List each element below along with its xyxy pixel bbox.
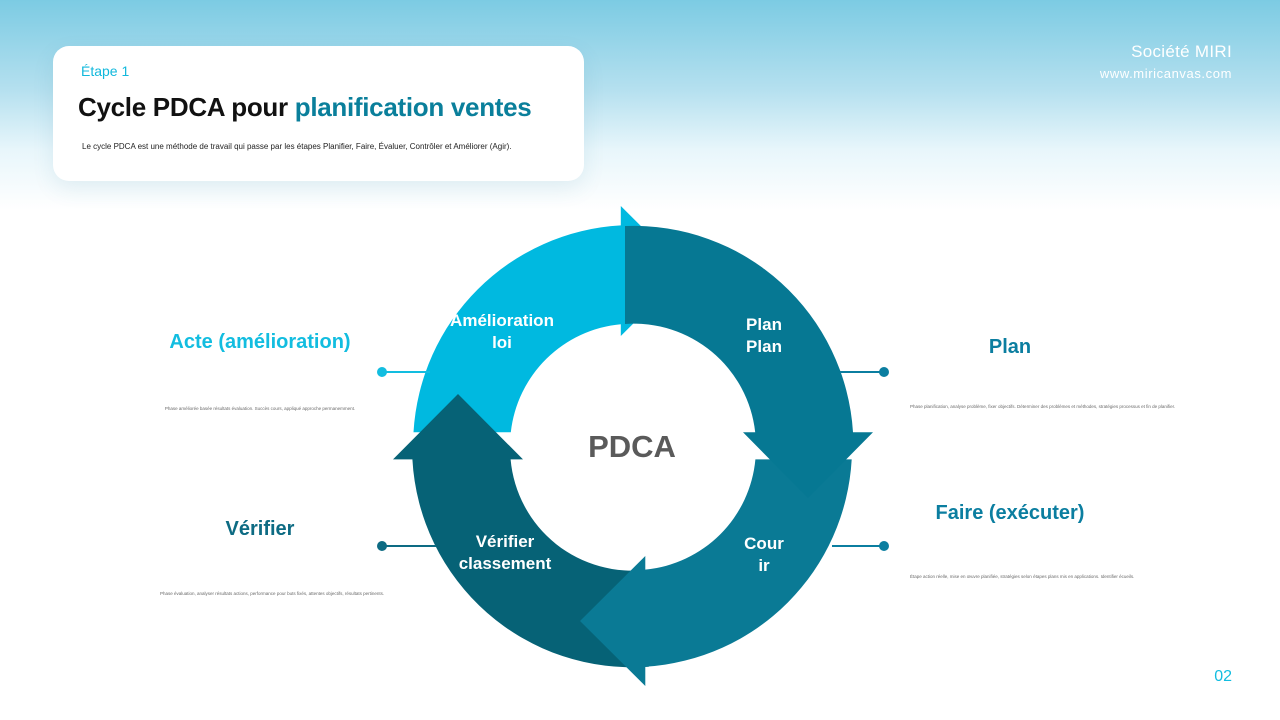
step-label: Étape 1 [81, 63, 130, 79]
page-title: Cycle PDCA pour planification ventes [78, 92, 532, 123]
act-title: Acte (amélioration) [169, 331, 351, 353]
page-title-accent: planification ventes [294, 92, 532, 122]
do-connector [832, 545, 884, 547]
check-title: Vérifier [225, 518, 295, 540]
brand-url: www.miricanvas.com [1099, 66, 1232, 81]
cycle-segment-plan [625, 225, 873, 498]
plan-connector [840, 371, 884, 373]
brand: Société MIRI www.miricanvas.com [1100, 42, 1232, 81]
page-description: Le cycle PDCA est une méthode de travail… [82, 142, 512, 151]
segment-label-act-2: loi [492, 333, 512, 352]
cycle-segment-act [413, 206, 686, 433]
segment-label-do-1: Cour [744, 534, 784, 553]
segment-label-plan-1: Plan [746, 315, 782, 334]
page-title-prefix: Cycle PDCA pour [78, 92, 295, 122]
act-connector [382, 371, 430, 373]
check-connector-dot [377, 541, 387, 551]
segment-label-check-1: Vérifier [476, 532, 535, 551]
segment-label-act-1: Amélioration [450, 311, 554, 330]
segment-label-do-2: ir [758, 556, 770, 575]
do-description: Étape action réelle, mise en œuvre plani… [910, 574, 1135, 579]
plan-description: Phase planification, analyse problème, f… [910, 404, 1176, 409]
plan-title: Plan [988, 336, 1032, 358]
plan-connector-dot [879, 367, 889, 377]
cycle-segment-do [580, 459, 852, 686]
check-connector [382, 545, 436, 547]
segment-label-check-2: classement [459, 554, 552, 573]
cycle-segment-check [393, 394, 649, 668]
brand-name: Société MIRI [1131, 42, 1232, 61]
title-card: Étape 1 Cycle PDCA pour planification ve… [53, 46, 584, 181]
act-connector-dot [377, 367, 387, 377]
check-description: Phase évaluation, analyser résultats act… [160, 591, 385, 596]
do-title: Faire (exécuter) [935, 502, 1085, 524]
cycle-center-label: PDCA [588, 429, 676, 464]
act-description: Phase améliorée basée résultats évaluati… [164, 406, 356, 411]
page-number: 02 [1214, 668, 1232, 685]
segment-label-plan-2: Plan [746, 337, 782, 356]
do-connector-dot [879, 541, 889, 551]
